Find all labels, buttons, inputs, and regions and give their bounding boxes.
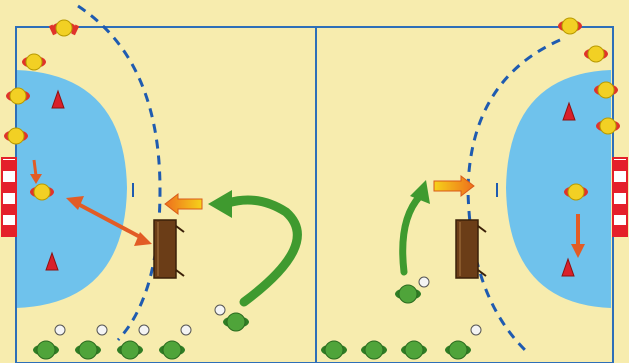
player-icon: [594, 81, 618, 99]
player-icon: [75, 340, 101, 360]
ball-icon: [54, 324, 66, 336]
green-curved-arrow-icon: [399, 180, 430, 276]
green-players: [33, 284, 471, 360]
player-icon: [401, 340, 427, 360]
cone-icon: [51, 89, 65, 109]
player-icon: [223, 312, 249, 332]
player-icon: [159, 340, 185, 360]
left-goal-icon: [1, 157, 17, 237]
left-goal-area: [16, 70, 127, 308]
left-free-throw-line: [77, 4, 162, 342]
right-free-throw-line: [466, 38, 561, 352]
right-arrow-down-icon: [571, 214, 585, 258]
cone-icon: [562, 101, 576, 121]
player-icon: [395, 284, 421, 304]
right-bench-icon: [455, 219, 487, 279]
player-icon: [30, 183, 54, 201]
player-icon: [596, 117, 620, 135]
ball-icon: [214, 304, 226, 316]
green-curved-arrow-icon: [208, 190, 302, 307]
ball-icon: [138, 324, 150, 336]
player-icon: [22, 53, 46, 71]
player-icon: [564, 183, 588, 201]
ball-icon: [418, 276, 430, 288]
player-icon: [117, 340, 143, 360]
balls: [54, 276, 482, 336]
cone-icon: [561, 257, 575, 277]
pass-arrow-icon: [66, 196, 152, 246]
player-icon: [33, 340, 59, 360]
player-icon: [361, 340, 387, 360]
orange-arrow-right-icon: [433, 174, 475, 198]
player-icon: [4, 127, 28, 145]
ball-icon: [180, 324, 192, 336]
player-icon: [321, 340, 347, 360]
player-icon: [6, 87, 30, 105]
orange-arrow-left-icon: [164, 192, 203, 216]
ball-icon: [470, 324, 482, 336]
right-goal-area: [506, 70, 611, 308]
player-icon: [48, 19, 80, 37]
ball-icon: [96, 324, 108, 336]
cone-icon: [45, 251, 59, 271]
player-icon: [584, 45, 608, 63]
right-goal-icon: [612, 157, 628, 237]
player-icon: [558, 17, 582, 35]
left-bench-icon: [153, 219, 185, 279]
yellow-players: [4, 17, 620, 201]
short-arrow-down-icon: [30, 159, 42, 184]
player-icon: [445, 340, 471, 360]
